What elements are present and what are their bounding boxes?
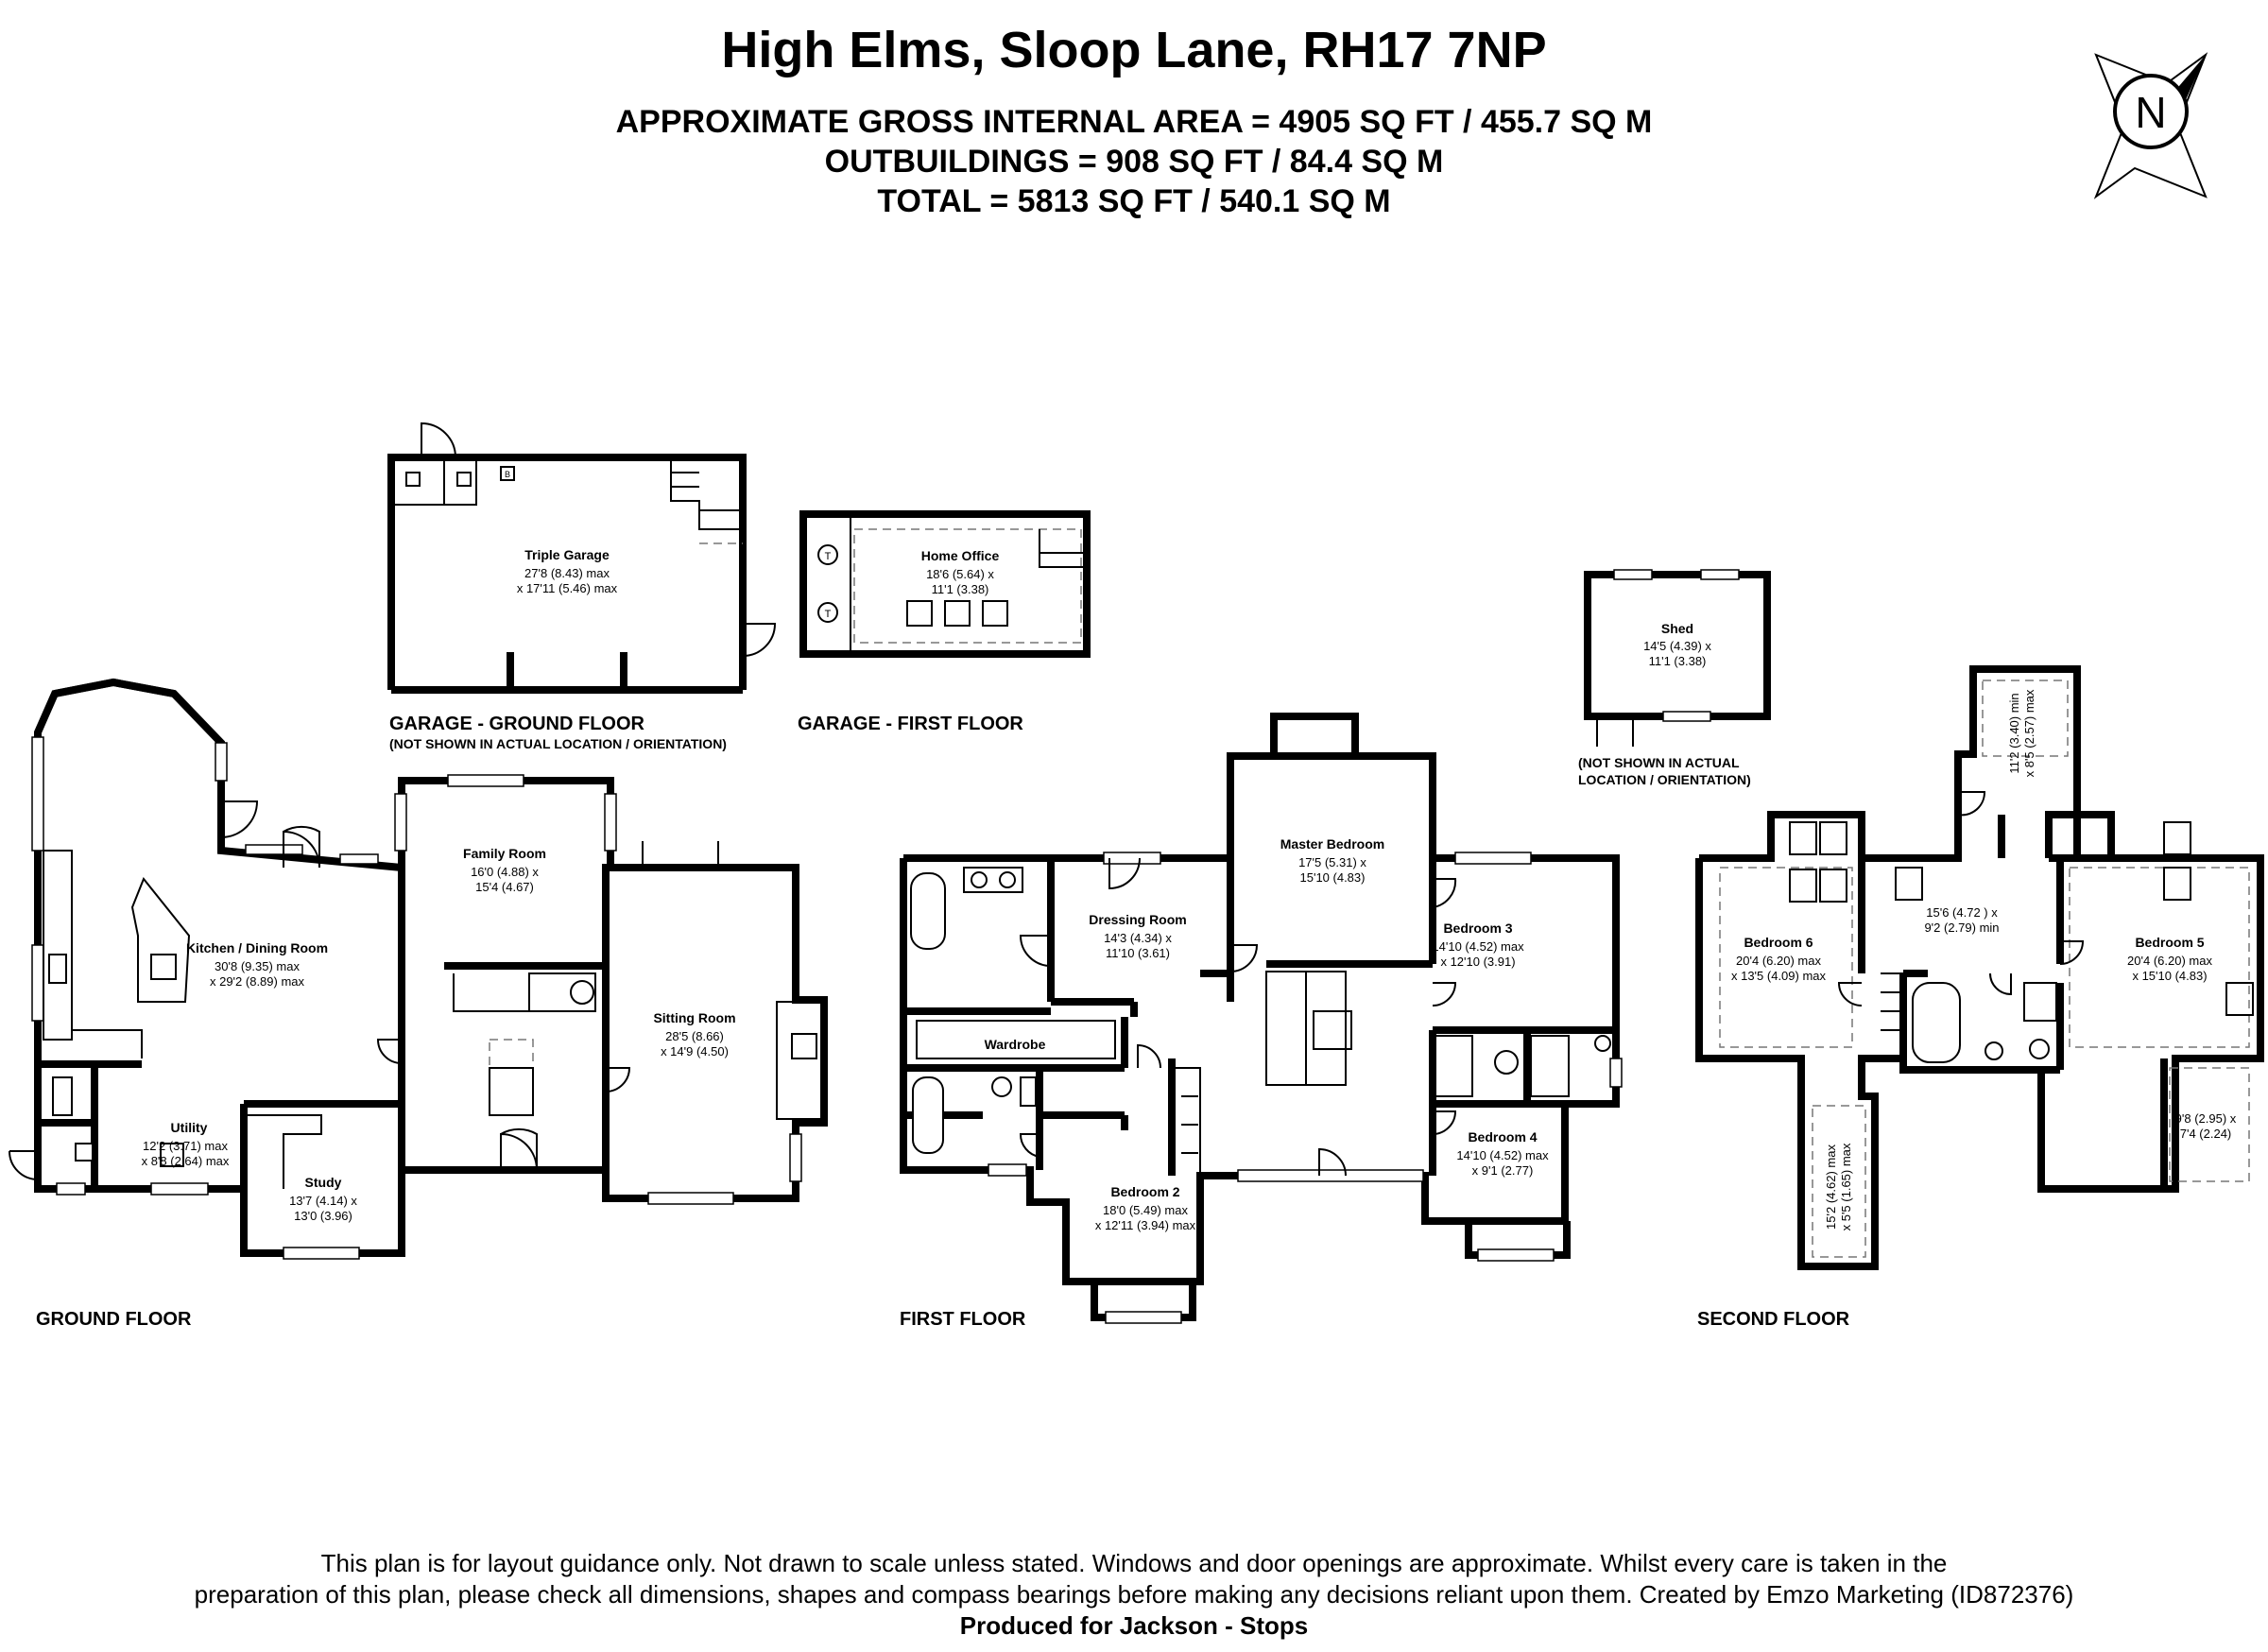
second-floor-landing-dims: 15'6 (4.72 ) x <box>1926 905 1998 920</box>
svg-text:7'4 (2.24): 7'4 (2.24) <box>2180 1127 2232 1141</box>
eaves-left-dims: 15'2 (4.62) max <box>1824 1144 1838 1230</box>
first-floor-plan: Master Bedroom 17'5 (5.31) x 15'10 (4.83… <box>900 713 1623 1324</box>
ground-floor-plan: Kitchen / Dining Room 30'8 (9.35) max x … <box>9 678 828 1260</box>
svg-text:x 15'10 (4.83): x 15'10 (4.83) <box>2132 969 2207 983</box>
compass-letter: N <box>2135 88 2166 137</box>
svg-text:11'1 (3.38): 11'1 (3.38) <box>932 582 989 596</box>
utility-name: Utility <box>171 1120 208 1135</box>
bedroom-4-name: Bedroom 4 <box>1468 1129 1537 1144</box>
garage-first-floor-plan: T T Home Office 18'6 (5.64) x 11'1 (3.38… <box>799 510 1091 658</box>
home-office-name: Home Office <box>921 548 1000 563</box>
dressing-room-name: Dressing Room <box>1089 912 1186 927</box>
svg-text:13'0 (3.96): 13'0 (3.96) <box>294 1209 352 1223</box>
shed-location-note-1: (NOT SHOWN IN ACTUAL <box>1578 755 1740 770</box>
garage-ground-floor-plan: B Triple Garage 27'8 (8.43) max x 17'11 … <box>387 422 777 694</box>
svg-text:17'5 (5.31) x: 17'5 (5.31) x <box>1298 855 1366 869</box>
svg-text:20'4 (6.20) max: 20'4 (6.20) max <box>2127 954 2212 968</box>
svg-text:x 8'5 (2.57) max: x 8'5 (2.57) max <box>2022 689 2036 777</box>
compass-icon: N <box>2093 52 2208 199</box>
svg-text:14'10 (4.52) max: 14'10 (4.52) max <box>1432 939 1524 954</box>
svg-text:18'6 (5.64) x: 18'6 (5.64) x <box>926 567 994 581</box>
family-room-name: Family Room <box>463 846 546 861</box>
svg-text:30'8 (9.35) max: 30'8 (9.35) max <box>215 959 300 973</box>
svg-text:x 14'9 (4.50): x 14'9 (4.50) <box>661 1044 729 1058</box>
second-floor-plan: Bedroom 6 20'4 (6.20) max x 13'5 (4.09) … <box>1695 665 2264 1270</box>
svg-text:T: T <box>825 551 832 562</box>
svg-text:14'3 (4.34) x: 14'3 (4.34) x <box>1104 931 1172 945</box>
svg-text:T: T <box>825 609 832 620</box>
svg-text:13'7 (4.14) x: 13'7 (4.14) x <box>289 1194 357 1208</box>
svg-text:15'4 (4.67): 15'4 (4.67) <box>475 880 534 894</box>
svg-text:x 5'5 (1.65) max: x 5'5 (1.65) max <box>1839 1143 1853 1230</box>
shed-location-note-2: LOCATION / ORIENTATION) <box>1578 772 1751 787</box>
garage-first-floor-label: GARAGE - FIRST FLOOR <box>798 714 1023 734</box>
eaves-right-dims: 9'8 (2.95) x <box>2175 1111 2237 1126</box>
bedroom-2-name: Bedroom 2 <box>1110 1184 1179 1199</box>
disclaimer-line-2: preparation of this plan, please check a… <box>194 1580 2074 1609</box>
bedroom-3-name: Bedroom 3 <box>1443 921 1512 936</box>
ground-floor-label: GROUND FLOOR <box>36 1309 192 1330</box>
garage-ground-floor-label: GARAGE - GROUND FLOOR <box>389 714 645 734</box>
garage-location-note: (NOT SHOWN IN ACTUAL LOCATION / ORIENTAT… <box>389 736 727 751</box>
svg-text:B: B <box>505 470 510 479</box>
shed-name: Shed <box>1661 621 1693 636</box>
total-area: TOTAL = 5813 SQ FT / 540.1 SQ M <box>877 183 1391 219</box>
svg-text:x 12'10 (3.91): x 12'10 (3.91) <box>1440 955 1515 969</box>
svg-text:x 8'8 (2.64) max: x 8'8 (2.64) max <box>142 1154 230 1168</box>
svg-text:14'5 (4.39) x: 14'5 (4.39) x <box>1643 639 1711 653</box>
second-floor-label: SECOND FLOOR <box>1697 1309 1850 1330</box>
disclaimer-line-1: This plan is for layout guidance only. N… <box>320 1549 1948 1577</box>
svg-text:x 13'5 (4.09) max: x 13'5 (4.09) max <box>1731 969 1827 983</box>
svg-text:9'2 (2.79) min: 9'2 (2.79) min <box>1924 921 1999 935</box>
svg-text:28'5 (8.66): 28'5 (8.66) <box>665 1029 724 1043</box>
svg-text:14'10 (4.52) max: 14'10 (4.52) max <box>1456 1148 1549 1162</box>
study-name: Study <box>305 1175 342 1190</box>
eaves-top-dims: 11'2 (3.40) min <box>2007 693 2021 773</box>
svg-text:12'2 (3.71) max: 12'2 (3.71) max <box>143 1139 228 1153</box>
svg-text:x 17'11 (5.46) max: x 17'11 (5.46) max <box>517 581 618 595</box>
svg-text:15'10 (4.83): 15'10 (4.83) <box>1300 870 1366 885</box>
produced-for: Produced for Jackson - Stops <box>959 1611 1309 1640</box>
bedroom-6-name: Bedroom 6 <box>1744 935 1813 950</box>
shed-plan: Shed 14'5 (4.39) x 11'1 (3.38) <box>1584 569 1771 747</box>
svg-text:27'8 (8.43) max: 27'8 (8.43) max <box>524 566 610 580</box>
svg-text:x 9'1 (2.77): x 9'1 (2.77) <box>1472 1163 1534 1178</box>
svg-text:16'0 (4.88) x: 16'0 (4.88) x <box>471 865 539 879</box>
gross-internal-area: APPROXIMATE GROSS INTERNAL AREA = 4905 S… <box>615 104 1653 140</box>
triple-garage-name: Triple Garage <box>524 547 610 562</box>
svg-text:x 29'2 (8.89) max: x 29'2 (8.89) max <box>210 974 305 989</box>
outbuildings-area: OUTBUILDINGS = 908 SQ FT / 84.4 SQ M <box>824 144 1444 180</box>
wardrobe-name: Wardrobe <box>985 1037 1046 1052</box>
kitchen-name: Kitchen / Dining Room <box>186 940 328 955</box>
sitting-room-name: Sitting Room <box>653 1010 735 1025</box>
svg-text:18'0 (5.49) max: 18'0 (5.49) max <box>1103 1203 1188 1217</box>
svg-text:11'10 (3.61): 11'10 (3.61) <box>1106 946 1170 960</box>
master-bedroom-name: Master Bedroom <box>1280 836 1384 852</box>
page-title: High Elms, Sloop Lane, RH17 7NP <box>721 22 1547 78</box>
bedroom-5-name: Bedroom 5 <box>2135 935 2204 950</box>
svg-text:11'1 (3.38): 11'1 (3.38) <box>1649 654 1707 668</box>
svg-text:x 12'11 (3.94) max: x 12'11 (3.94) max <box>1095 1218 1196 1232</box>
svg-text:20'4 (6.20) max: 20'4 (6.20) max <box>1736 954 1821 968</box>
first-floor-label: FIRST FLOOR <box>900 1309 1026 1330</box>
